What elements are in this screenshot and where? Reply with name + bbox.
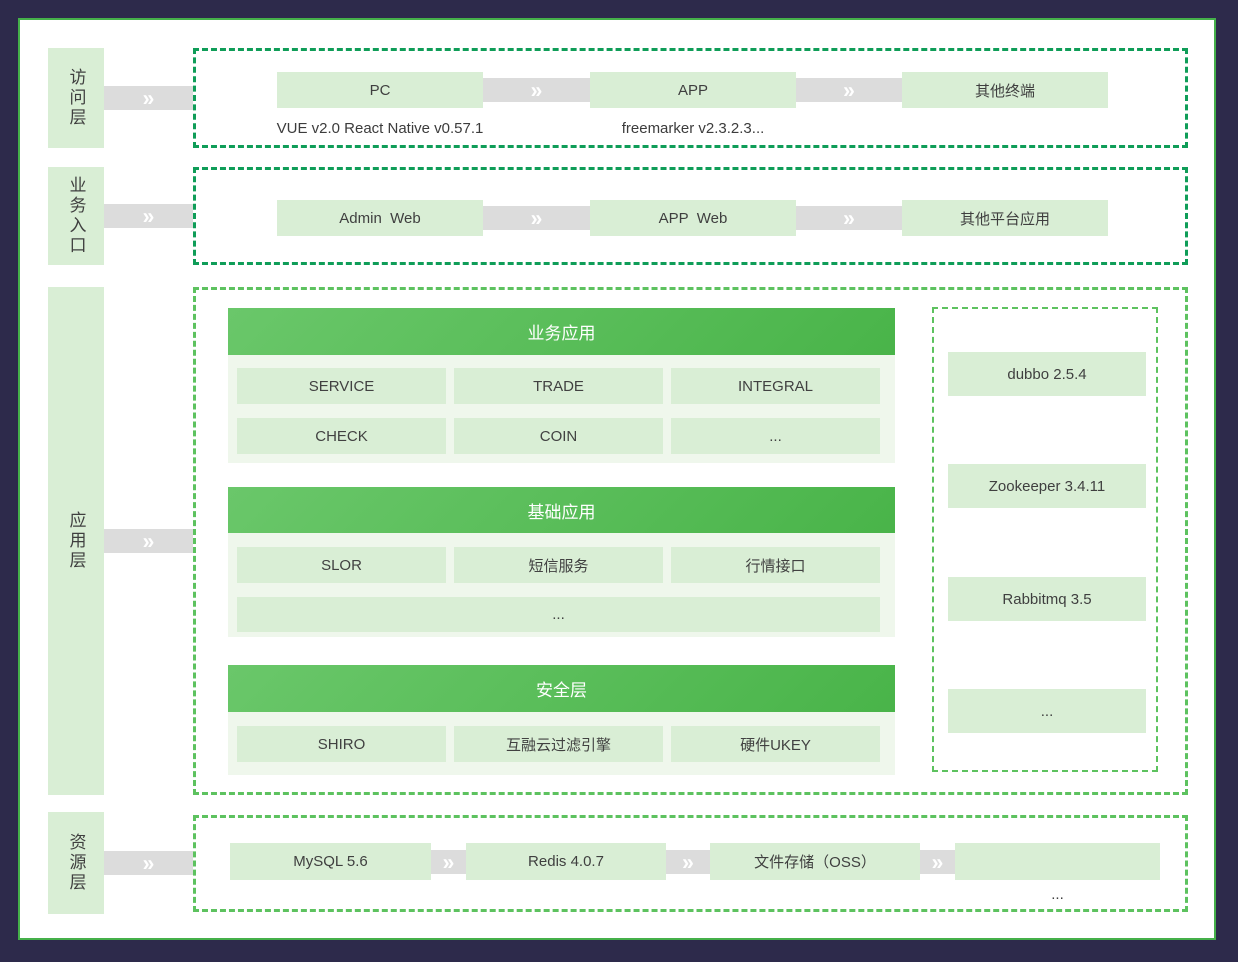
- cell-sms-service: 短信服务: [454, 547, 663, 583]
- layer-label-application: 应用层: [48, 287, 104, 795]
- node-rabbitmq: Rabbitmq 3.5: [948, 577, 1146, 621]
- connector-application: »: [104, 529, 193, 553]
- connector-access: »: [104, 86, 193, 110]
- layer-label-resource-text: 资源层: [66, 833, 86, 893]
- connector-appweb-other: »: [796, 206, 902, 230]
- chevron-double-right-icon: »: [843, 205, 855, 231]
- cell-slor: SLOR: [237, 547, 446, 583]
- entry-layer-box: [193, 167, 1188, 265]
- node-file-storage-oss: 文件存储（OSS）: [710, 843, 920, 880]
- chevron-double-right-icon: »: [142, 528, 155, 554]
- chevron-double-right-icon: »: [682, 849, 694, 875]
- node-app-web: APP Web: [590, 200, 796, 236]
- chevron-double-right-icon: »: [843, 77, 855, 103]
- cell-integral: INTEGRAL: [671, 368, 880, 404]
- chevron-double-right-icon: »: [530, 77, 543, 103]
- cell-coin: COIN: [454, 418, 663, 454]
- connector-mysql-redis: »: [431, 850, 466, 874]
- cell-check: CHECK: [237, 418, 446, 454]
- cell-filter-engine: 互融云过滤引擎: [454, 726, 663, 762]
- layer-label-access-text: 访问层: [66, 68, 86, 128]
- connector-redis-oss: »: [666, 850, 710, 874]
- cell-service: SERVICE: [237, 368, 446, 404]
- group-basic-apps: 基础应用 SLOR 短信服务 行情接口 ...: [228, 487, 895, 637]
- chevron-double-right-icon: »: [142, 203, 155, 229]
- connector-resource: »: [104, 851, 193, 875]
- layer-label-application-text: 应用层: [66, 511, 86, 571]
- chevron-double-right-icon: »: [142, 850, 155, 876]
- connector-pc-app: »: [483, 78, 590, 102]
- node-dubbo: dubbo 2.5.4: [948, 352, 1146, 396]
- cell-basic-more: ...: [237, 597, 880, 632]
- group-business-apps-header: 业务应用: [228, 308, 895, 355]
- resource-more-text: ...: [1051, 885, 1064, 903]
- group-security-header: 安全层: [228, 665, 895, 712]
- node-admin-web: Admin Web: [277, 200, 483, 236]
- connector-oss-more: »: [920, 850, 955, 874]
- group-security: 安全层 SHIRO 互融云过滤引擎 硬件UKEY: [228, 665, 895, 775]
- cell-shiro: SHIRO: [237, 726, 446, 762]
- chevron-double-right-icon: »: [530, 205, 543, 231]
- pc-tech-note: VUE v2.0 React Native v0.57.1: [276, 119, 484, 137]
- cell-market-interface: 行情接口: [671, 547, 880, 583]
- chevron-double-right-icon: »: [142, 85, 155, 111]
- application-layer-box: [193, 287, 1188, 795]
- node-other-platform: 其他平台应用: [902, 200, 1108, 236]
- access-layer-box: [193, 48, 1188, 148]
- node-redis: Redis 4.0.7: [466, 843, 666, 880]
- app-tech-note: freemarker v2.3.2.3...: [621, 119, 765, 137]
- cell-hardware-ukey: 硬件UKEY: [671, 726, 880, 762]
- layer-label-access: 访问层: [48, 48, 104, 148]
- layer-label-entry: 业务入口: [48, 167, 104, 265]
- node-mysql: MySQL 5.6: [230, 843, 431, 880]
- cell-trade: TRADE: [454, 368, 663, 404]
- chevron-double-right-icon: »: [931, 849, 944, 875]
- chevron-double-right-icon: »: [442, 849, 455, 875]
- node-pc: PC: [277, 72, 483, 108]
- node-app: APP: [590, 72, 796, 108]
- node-resource-empty: [955, 843, 1160, 880]
- middleware-box: dubbo 2.5.4 Zookeeper 3.4.11 Rabbitmq 3.…: [932, 307, 1158, 772]
- connector-app-other: »: [796, 78, 902, 102]
- resource-layer-box: [193, 815, 1188, 912]
- connector-adminweb-appweb: »: [483, 206, 590, 230]
- node-other-terminal: 其他终端: [902, 72, 1108, 108]
- group-basic-apps-header: 基础应用: [228, 487, 895, 533]
- connector-entry: »: [104, 204, 193, 228]
- node-zookeeper: Zookeeper 3.4.11: [948, 464, 1146, 508]
- layer-label-resource: 资源层: [48, 812, 104, 914]
- node-middleware-more: ...: [948, 689, 1146, 733]
- group-business-apps: 业务应用 SERVICE TRADE INTEGRAL CHECK COIN .…: [228, 308, 895, 463]
- cell-business-more: ...: [671, 418, 880, 454]
- layer-label-entry-text: 业务入口: [66, 176, 86, 256]
